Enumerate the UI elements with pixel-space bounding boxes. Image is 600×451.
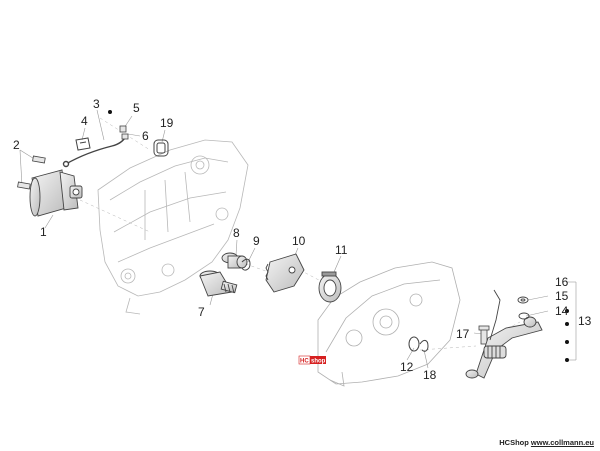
bendix-drive-7 xyxy=(199,270,238,297)
callout-labels: 1 2 3 4 5 6 19 7 8 9 10 11 12 18 17 16 1… xyxy=(13,97,592,382)
callout-7: 7 xyxy=(198,305,205,319)
kick-gear-11 xyxy=(318,271,342,303)
footer-credit: HCShop www.collmann.eu xyxy=(499,438,594,447)
footer-brand: HCShop xyxy=(499,438,529,447)
callout-8: 8 xyxy=(233,226,240,240)
cable-3 xyxy=(62,135,127,168)
callout-5: 5 xyxy=(133,101,140,115)
callout-13: 13 xyxy=(578,314,592,328)
callout-12: 12 xyxy=(400,360,414,374)
starter-motor xyxy=(29,169,83,217)
hcshop-watermark: HC shop xyxy=(298,355,326,365)
sector-gear-10 xyxy=(265,253,305,293)
seal-12 xyxy=(408,336,420,352)
spring-9 xyxy=(241,258,251,271)
callout-2: 2 xyxy=(13,138,20,152)
reference-dots xyxy=(108,110,569,362)
callout-18: 18 xyxy=(423,368,437,382)
callout-17: 17 xyxy=(456,327,470,341)
callout-9: 9 xyxy=(253,234,260,248)
circlip-18 xyxy=(419,339,429,352)
gasket-19 xyxy=(153,139,169,157)
callout-3: 3 xyxy=(93,97,100,111)
callout-4: 4 xyxy=(81,114,88,128)
engine-cover-right xyxy=(317,261,461,387)
clip-4 xyxy=(75,137,91,151)
watermark-prefix: HC xyxy=(300,359,309,365)
callout-15: 15 xyxy=(555,289,569,303)
callout-16: 16 xyxy=(555,275,569,289)
callout-6: 6 xyxy=(142,129,149,143)
screw-6 xyxy=(121,133,129,140)
callout-1: 1 xyxy=(40,225,47,239)
engine-case-left xyxy=(97,139,249,315)
kickstart-lever-13 xyxy=(465,289,543,379)
callout-19: 19 xyxy=(160,116,174,130)
callout-14: 14 xyxy=(555,304,569,318)
bolts-2 xyxy=(17,155,46,190)
callout-10: 10 xyxy=(292,234,306,248)
bolt-17 xyxy=(478,325,490,345)
callout-11: 11 xyxy=(335,243,348,257)
washer-15 xyxy=(517,296,529,304)
watermark-suffix: shop xyxy=(311,359,326,365)
screw-5 xyxy=(119,125,127,133)
footer-url[interactable]: www.collmann.eu xyxy=(530,438,594,447)
washer-14 xyxy=(518,312,530,320)
